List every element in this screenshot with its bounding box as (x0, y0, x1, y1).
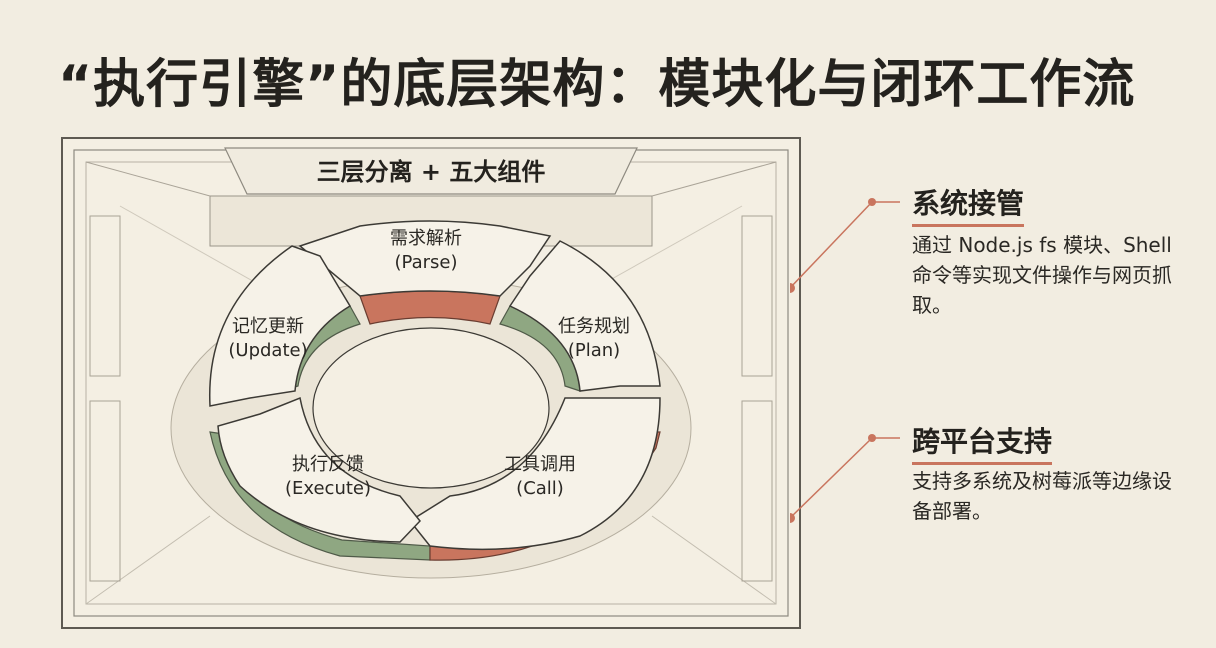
segment-label-parse: 需求解析 (390, 228, 462, 249)
connector-line (790, 201, 873, 289)
side-panel-right (741, 215, 773, 377)
connector-line (790, 437, 873, 519)
segment-plan (508, 240, 661, 392)
side-notes: 系统接管 通过 Node.js fs 模块、Shell 命令等实现文件操作与网页… (790, 150, 1216, 570)
diagram-svg: 三层分离 + 五大组件 (61, 137, 801, 629)
connector-dot (790, 283, 795, 293)
segment-label-update: 记忆更新 (232, 316, 304, 337)
connector-dot (790, 513, 795, 523)
side-panel-right (741, 400, 773, 582)
segment-label-parse-en: (Parse) (395, 252, 458, 273)
segment-label-execute-en: (Execute) (285, 478, 371, 499)
persp-line (85, 515, 211, 605)
side-panel-left (89, 215, 121, 377)
segment-label-execute: 执行反馈 (292, 454, 364, 475)
ring-hole (312, 327, 550, 489)
engine-diagram: 三层分离 + 五大组件 (60, 136, 802, 630)
side-panel-left (89, 400, 121, 582)
segment-label-call-en: (Call) (516, 478, 564, 499)
segment-label-update-en: (Update) (228, 340, 307, 361)
banner-shape (224, 147, 638, 195)
note-text-system: 通过 Node.js fs 模块、Shell 命令等实现文件操作与网页抓取。 (912, 233, 1172, 317)
segment-label-call: 工具调用 (504, 454, 576, 475)
segment-execute (217, 396, 421, 543)
segment-call (408, 397, 661, 551)
segment-parse (298, 220, 552, 297)
persp-line (651, 515, 777, 605)
segment-label-plan-en: (Plan) (568, 340, 620, 361)
note-text-platform: 支持多系统及树莓派等边缘设备部署。 (912, 469, 1172, 523)
persp-line (85, 161, 211, 197)
page-title: “执行引擎”的底层架构：模块化与闭环工作流 (58, 55, 1136, 115)
banner-label: 三层分离 + 五大组件 (317, 158, 546, 186)
segment-update (208, 245, 352, 407)
note-heading-platform: 跨平台支持 (912, 420, 1053, 465)
persp-line (651, 161, 777, 197)
note-heading-system: 系统接管 (912, 182, 1025, 227)
segment-label-plan: 任务规划 (558, 316, 630, 337)
connector-svg (790, 198, 900, 523)
